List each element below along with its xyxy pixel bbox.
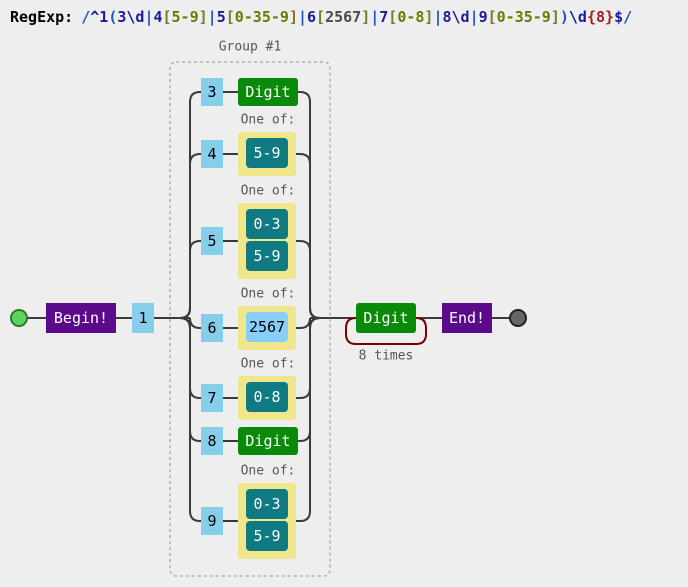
regex-token: \d bbox=[126, 8, 145, 26]
digit-label: Digit bbox=[245, 432, 290, 450]
regex-token: 8 bbox=[442, 8, 452, 26]
branch-literal-label: 7 bbox=[207, 389, 216, 407]
branch-literal bbox=[201, 427, 223, 455]
regex-token: ] bbox=[198, 8, 208, 26]
range-label: 5-9 bbox=[253, 144, 280, 162]
range-label: 5-9 bbox=[253, 247, 280, 265]
begin-label: Begin! bbox=[54, 309, 108, 327]
literal-chars-box bbox=[246, 312, 288, 342]
regex-token: | bbox=[144, 8, 154, 26]
regex-token: | bbox=[433, 8, 443, 26]
repeat-times-label: 8 times bbox=[359, 349, 414, 364]
regex-token: | bbox=[370, 8, 380, 26]
regex-token: | bbox=[297, 8, 307, 26]
regex-token: [ bbox=[316, 8, 326, 26]
one-of-label: One of: bbox=[241, 184, 296, 199]
literal-one bbox=[132, 303, 154, 333]
branch-literal bbox=[201, 227, 223, 255]
regex-token: ] bbox=[550, 8, 560, 26]
regex-token: | bbox=[469, 8, 479, 26]
range-box bbox=[246, 521, 288, 551]
range-label: 0-3 bbox=[253, 495, 280, 513]
branch-literal bbox=[201, 507, 223, 535]
regex-token: 2567 bbox=[325, 8, 362, 26]
repeat-loop bbox=[345, 317, 427, 345]
regex-token: ] bbox=[361, 8, 371, 26]
regex-label: RegExp: bbox=[10, 8, 74, 26]
branch-literal bbox=[201, 314, 223, 342]
regex-token: 4 bbox=[153, 8, 163, 26]
repeat-digit-box bbox=[356, 303, 416, 333]
regex-token: 3 bbox=[117, 8, 127, 26]
one-of-label: One of: bbox=[241, 464, 296, 479]
regex-token: | bbox=[207, 8, 217, 26]
regex-token: [ bbox=[225, 8, 235, 26]
regex-token: $ bbox=[614, 8, 624, 26]
regex-token: {8} bbox=[586, 8, 615, 26]
digit-box bbox=[238, 427, 298, 455]
regex-token: 6 bbox=[307, 8, 317, 26]
regex-token: 9 bbox=[478, 8, 488, 26]
regex-token: ) bbox=[559, 8, 569, 26]
range-box bbox=[246, 209, 288, 239]
regex-token: 1 bbox=[99, 8, 109, 26]
regex-token: [ bbox=[487, 8, 497, 26]
range-label: 5-9 bbox=[253, 527, 280, 545]
digit-label: Digit bbox=[245, 83, 290, 101]
branch-literal-label: 5 bbox=[207, 232, 216, 250]
regex-token: 5-9 bbox=[171, 8, 199, 26]
regex-expression: RegExp:/^1(3\d|4[5-9]|5[0-35-9]|6[2567]|… bbox=[10, 8, 632, 26]
regex-token: 0-35-9 bbox=[234, 8, 289, 26]
branch-literal-label: 4 bbox=[207, 145, 216, 163]
branch-literal bbox=[201, 384, 223, 412]
regex-pattern: /^1(3\d|4[5-9]|5[0-35-9]|6[2567]|7[0-8]|… bbox=[81, 8, 632, 26]
branch-connector bbox=[299, 317, 321, 522]
branch-literal-label: 3 bbox=[207, 83, 216, 101]
end-label: End! bbox=[449, 309, 485, 327]
branch-connector bbox=[299, 240, 321, 319]
range-box bbox=[246, 382, 288, 412]
regex-token: ^ bbox=[90, 8, 100, 26]
regex-token: 0-8 bbox=[397, 8, 425, 26]
branch-literal-label: 9 bbox=[207, 512, 216, 530]
branch-connector bbox=[179, 317, 201, 522]
range-label: 0-3 bbox=[253, 215, 280, 233]
branch-literal-label: 6 bbox=[207, 319, 216, 337]
one-of-label: One of: bbox=[241, 287, 296, 302]
one-of-label: One of: bbox=[241, 357, 296, 372]
regex-token: \d bbox=[568, 8, 587, 26]
regex-token: 0-35-9 bbox=[496, 8, 551, 26]
digit-box bbox=[238, 78, 298, 106]
group-label: Group #1 bbox=[219, 40, 282, 55]
literal-one-label: 1 bbox=[138, 309, 147, 327]
branch-literal-label: 8 bbox=[207, 432, 216, 450]
regex-token: [ bbox=[388, 8, 398, 26]
regex-token: \d bbox=[451, 8, 470, 26]
regex-token: 7 bbox=[379, 8, 389, 26]
regex-token: ( bbox=[108, 8, 118, 26]
regex-token: 5 bbox=[216, 8, 226, 26]
literal-chars-label: 2567 bbox=[249, 318, 285, 336]
regex-token: ] bbox=[288, 8, 298, 26]
branch-literal bbox=[201, 140, 223, 168]
branch-literal bbox=[201, 78, 223, 106]
regex-token: [ bbox=[162, 8, 172, 26]
repeat-digit-label: Digit bbox=[363, 309, 408, 327]
one-of-label: One of: bbox=[241, 113, 296, 128]
regex-token: / bbox=[623, 8, 633, 26]
regex-token: / bbox=[81, 8, 91, 26]
end-anchor bbox=[442, 303, 492, 333]
range-box bbox=[246, 138, 288, 168]
range-label: 0-8 bbox=[253, 388, 280, 406]
end-node bbox=[509, 309, 527, 327]
start-node bbox=[10, 309, 28, 327]
range-box bbox=[246, 489, 288, 519]
branch-connector bbox=[179, 240, 201, 319]
group-box bbox=[169, 61, 331, 577]
begin-anchor bbox=[46, 303, 116, 333]
regex-token: ] bbox=[424, 8, 434, 26]
range-box bbox=[246, 241, 288, 271]
